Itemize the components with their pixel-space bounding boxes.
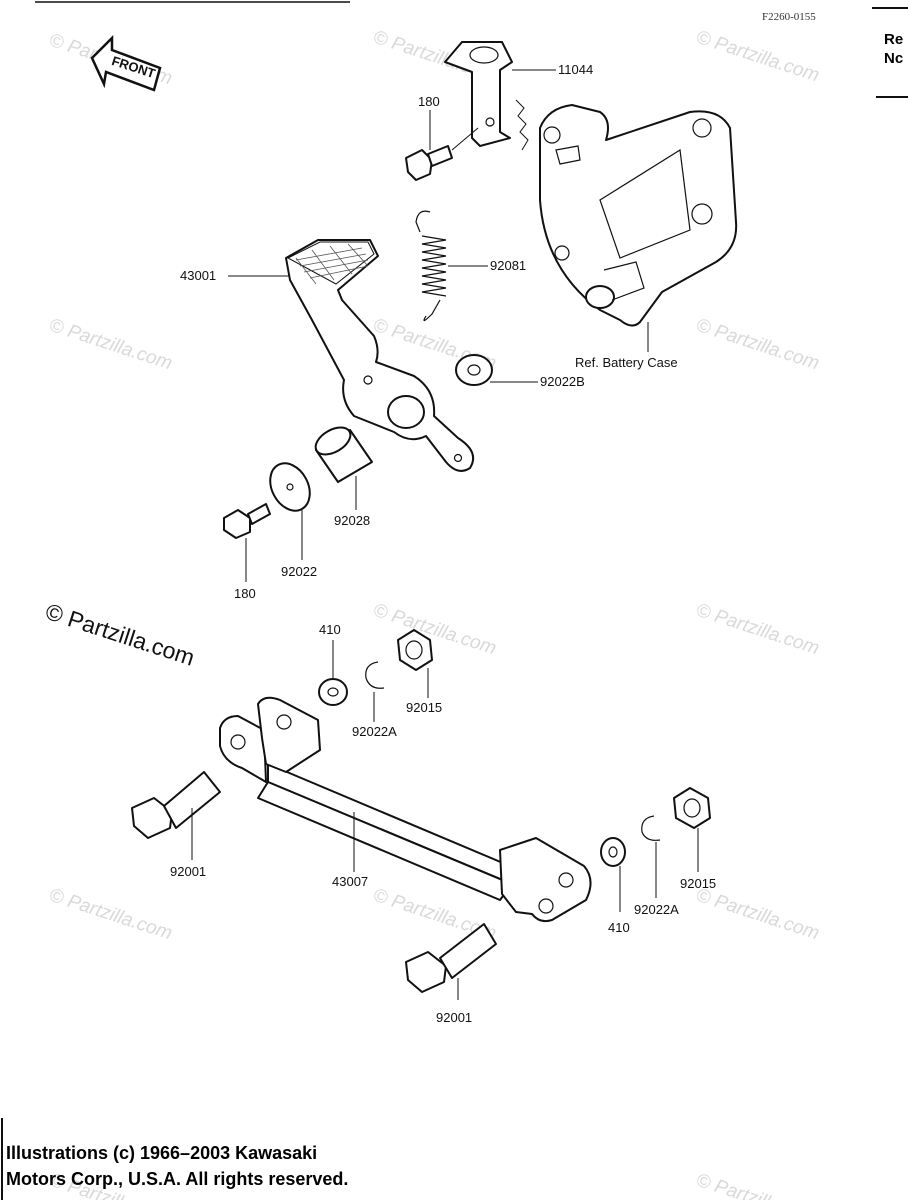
watermark: © Partzilla.com <box>693 600 821 660</box>
battery-case-bracket <box>539 104 738 352</box>
callout-92028: 92028 <box>334 513 370 528</box>
figure-code: F2260-0155 <box>762 11 816 23</box>
nut-92015-top <box>397 629 433 698</box>
right-edge-line: Nc <box>884 50 904 67</box>
watermark: © Partzilla.com <box>46 885 174 945</box>
callout-92015-right: 92015 <box>680 876 716 891</box>
callout-92081: 92081 <box>490 258 526 273</box>
watermark: © Partzilla.com <box>693 1170 821 1200</box>
bolt-92001-bottom <box>405 923 497 1000</box>
callout-92015-top: 92015 <box>406 700 442 715</box>
bolt-180-top <box>405 110 479 181</box>
watermark: © Partzilla.com <box>46 315 174 375</box>
callout-180-bottom: 180 <box>234 586 256 601</box>
spring-92081 <box>415 210 488 322</box>
bolt-92001-left <box>131 771 221 860</box>
collar-92028 <box>314 426 373 510</box>
lock-washer-92022A-right <box>641 815 661 898</box>
watermark: © Partzilla.com <box>693 885 821 945</box>
callout-43001: 43001 <box>180 268 216 283</box>
copyright-line: Illustrations (c) 1966–2003 Kawasaki <box>6 1143 318 1163</box>
callout-92022: 92022 <box>281 564 317 579</box>
part-11044-switch-bracket <box>444 41 556 151</box>
callout-180-top: 180 <box>418 94 440 109</box>
watermark: © Partzilla.com <box>693 315 821 375</box>
callout-92022A-right: 92022A <box>634 902 679 917</box>
washer-410-right <box>600 837 626 912</box>
callout-410-right: 410 <box>608 920 630 935</box>
brake-rod-43007 <box>219 696 592 923</box>
right-edge-text: Re Nc <box>884 30 903 68</box>
copyright-line: Motors Corp., U.S.A. All rights reserved… <box>6 1169 349 1189</box>
copyright-notice: Illustrations (c) 1966–2003 Kawasaki Mot… <box>6 1140 348 1192</box>
watermark: © Partzilla.com <box>370 600 498 660</box>
brake-pedal-43001 <box>228 239 474 472</box>
lock-washer-92022A-top <box>365 661 385 722</box>
watermark: © Partzilla.com <box>693 27 821 87</box>
washer-92022B <box>455 354 538 386</box>
washer-410-top <box>318 640 348 706</box>
callout-92022A-top: 92022A <box>352 724 397 739</box>
callout-11044: 11044 <box>558 62 593 77</box>
callout-92001-bottom: 92001 <box>436 1010 472 1025</box>
right-edge-line: Re <box>884 31 904 48</box>
callout-92001-left: 92001 <box>170 864 206 879</box>
callout-410-top: 410 <box>319 622 341 637</box>
callout-43007: 43007 <box>332 874 368 889</box>
nut-92015-right <box>673 787 711 872</box>
callout-92022B: 92022B <box>540 374 585 389</box>
ref-battery-case-label: Ref. Battery Case <box>575 355 678 370</box>
washer-92022 <box>269 462 311 560</box>
bolt-180-bottom <box>223 503 271 582</box>
watermark-prominent: © Partzilla.com <box>42 598 197 671</box>
